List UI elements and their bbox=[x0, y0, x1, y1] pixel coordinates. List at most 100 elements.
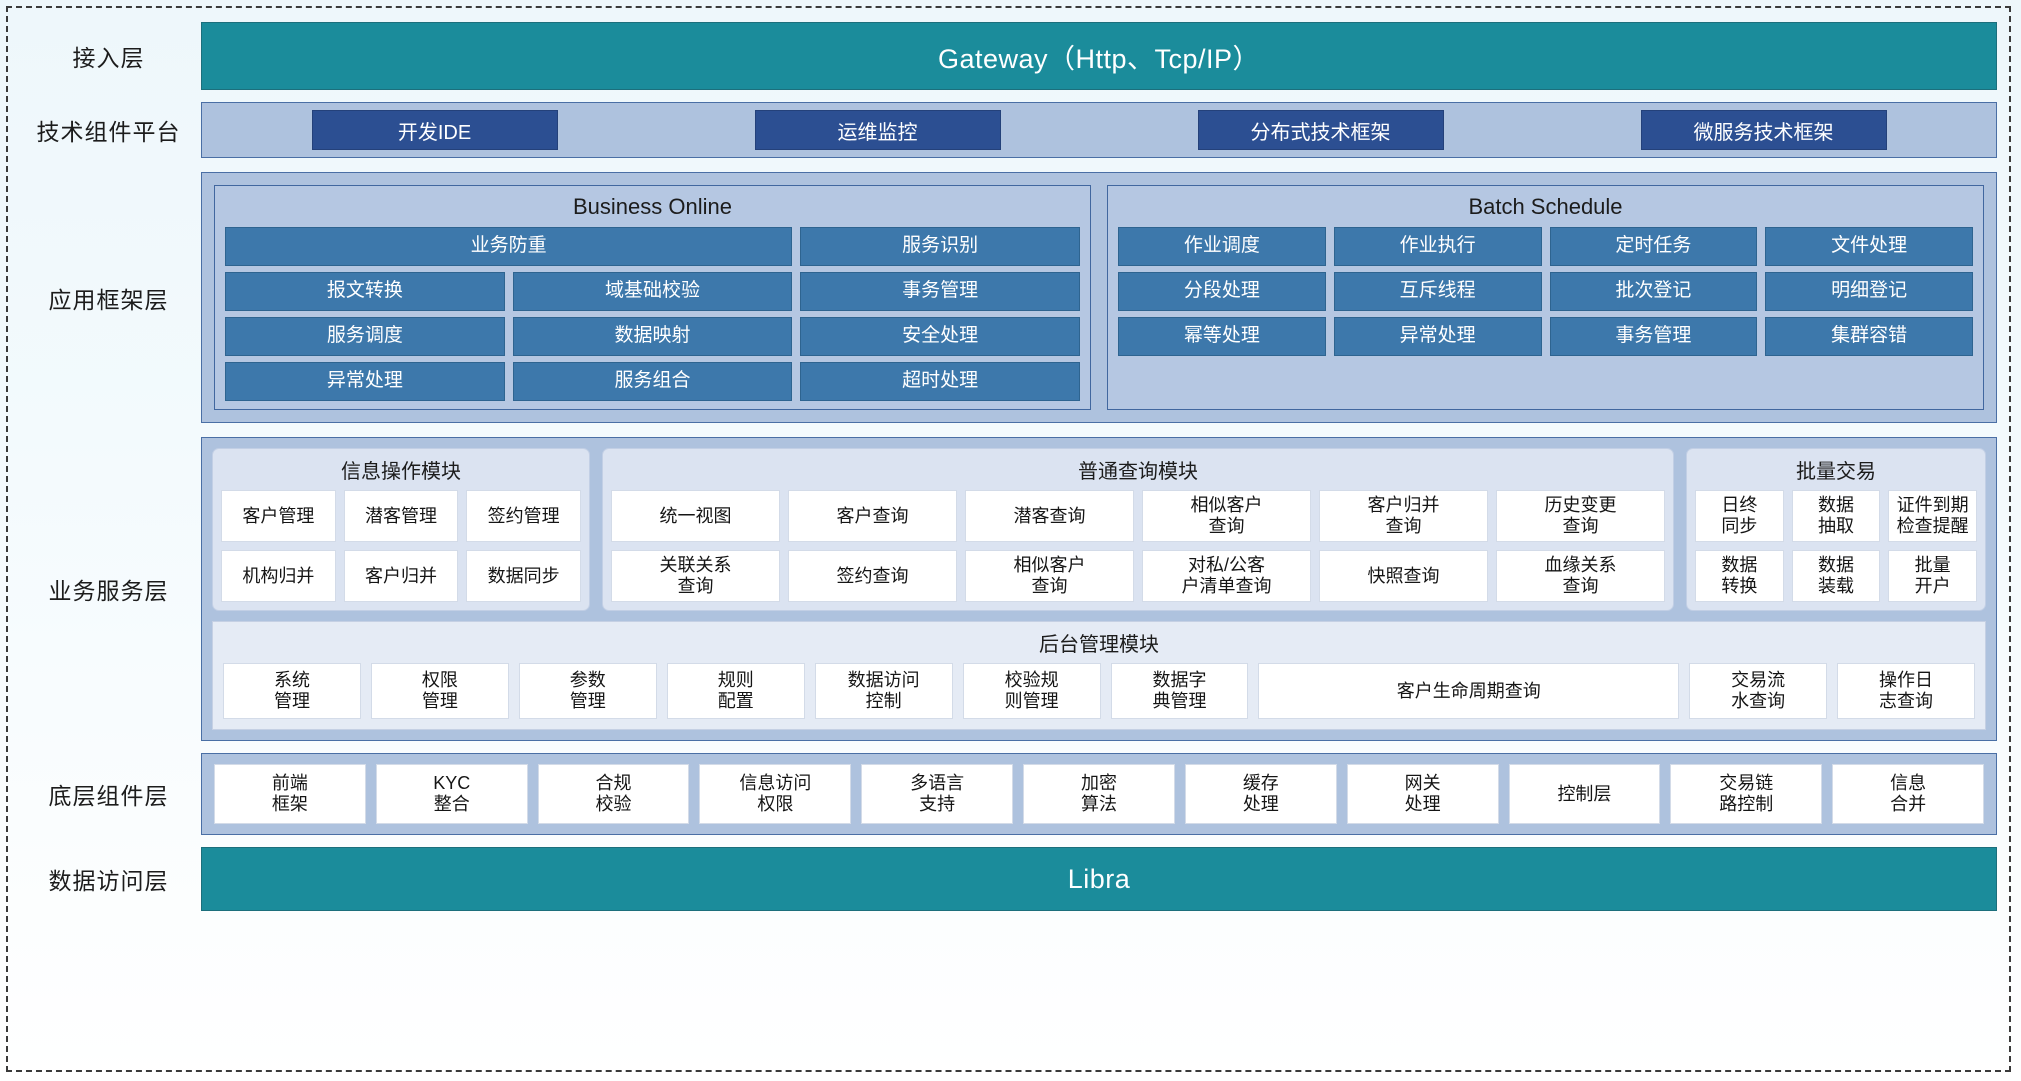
cell-base-cache-processing[interactable]: 缓存处理 bbox=[1184, 764, 1337, 824]
layer-label-tech-platform: 技术组件平台 bbox=[36, 119, 181, 145]
module-batch-transaction: 批量交易 日终同步 数据抽取 证件到期检查提醒 数据转换 数据装载 批量开户 bbox=[1686, 448, 1986, 611]
cell-batch-id-expiry-alert[interactable]: 证件到期检查提醒 bbox=[1888, 490, 1977, 542]
cell-batch-data-extract[interactable]: 数据抽取 bbox=[1791, 490, 1881, 542]
layer-row-access: 接入层 Gateway（Http、Tcp/IP） bbox=[16, 22, 1997, 90]
panel-title-business-online: Business Online bbox=[573, 194, 732, 219]
cell-bs-mutex-thread[interactable]: 互斥线程 bbox=[1333, 272, 1542, 311]
cell-admin-data-access-control[interactable]: 数据访问控制 bbox=[814, 663, 953, 719]
tech-chip-ops-monitor[interactable]: 运维监控 bbox=[754, 110, 1001, 150]
cell-bs-exception[interactable]: 异常处理 bbox=[1333, 317, 1542, 356]
tech-chip-ide[interactable]: 开发IDE bbox=[311, 110, 558, 150]
cell-admin-parameter-mgmt[interactable]: 参数管理 bbox=[518, 663, 657, 719]
cell-query-history-change[interactable]: 历史变更查询 bbox=[1496, 490, 1665, 542]
cell-bs-cluster-tolerance[interactable]: 集群容错 bbox=[1765, 317, 1973, 356]
cell-admin-operation-log-query[interactable]: 操作日志查询 bbox=[1837, 663, 1975, 719]
cell-info-org-merge[interactable]: 机构归并 bbox=[221, 550, 336, 602]
cell-bs-batch-register[interactable]: 批次登记 bbox=[1549, 272, 1758, 311]
cell-bo-message-transform[interactable]: 报文转换 bbox=[225, 272, 505, 311]
cell-bo-timeout[interactable]: 超时处理 bbox=[800, 362, 1080, 401]
cell-info-customer-merge[interactable]: 客户归并 bbox=[343, 550, 459, 602]
module-backend-admin: 后台管理模块 系统管理 权限管理 参数管理 规则配置 数据访问控制 校验规则管理… bbox=[212, 621, 1986, 730]
cell-bo-data-mapping[interactable]: 数据映射 bbox=[512, 317, 793, 356]
layer-label-access: 接入层 bbox=[72, 45, 145, 71]
cell-admin-system-mgmt[interactable]: 系统管理 bbox=[223, 663, 361, 719]
cell-admin-permission-mgmt[interactable]: 权限管理 bbox=[370, 663, 509, 719]
cell-bo-domain-validation[interactable]: 域基础校验 bbox=[512, 272, 793, 311]
tech-chip-microservice-framework[interactable]: 微服务技术框架 bbox=[1640, 110, 1887, 150]
cell-query-lineage[interactable]: 血缘关系查询 bbox=[1496, 550, 1665, 602]
query-module-grid: 统一视图 客户查询 潜客查询 相似客户查询 客户归并查询 历史变更查询 关联关系… bbox=[611, 490, 1665, 602]
cell-base-info-access-permission[interactable]: 信息访问权限 bbox=[699, 764, 852, 824]
cell-bs-timed-task[interactable]: 定时任务 bbox=[1549, 227, 1758, 266]
cell-batch-data-load[interactable]: 数据装载 bbox=[1791, 550, 1881, 602]
cell-bo-transaction-mgmt[interactable]: 事务管理 bbox=[800, 272, 1080, 311]
cell-bs-job-schedule[interactable]: 作业调度 bbox=[1118, 227, 1326, 266]
module-title-common-query: 普通查询模块 bbox=[1078, 461, 1198, 483]
cell-query-relation[interactable]: 关联关系查询 bbox=[611, 550, 780, 602]
layer-label-data-access: 数据访问层 bbox=[48, 868, 169, 894]
layer-row-data-access: 数据访问层 Libra bbox=[16, 847, 1997, 911]
cell-base-transaction-chain-control[interactable]: 交易链路控制 bbox=[1670, 764, 1823, 824]
tech-chip-distributed-framework[interactable]: 分布式技术框架 bbox=[1197, 110, 1444, 150]
cell-query-unified-view[interactable]: 统一视图 bbox=[611, 490, 780, 542]
cell-query-prospect[interactable]: 潜客查询 bbox=[965, 490, 1134, 542]
cell-base-control-layer[interactable]: 控制层 bbox=[1508, 764, 1661, 824]
cell-query-customer-merge[interactable]: 客户归并查询 bbox=[1319, 490, 1488, 542]
cell-base-multilanguage-support[interactable]: 多语言支持 bbox=[861, 764, 1014, 824]
cell-admin-rule-config[interactable]: 规则配置 bbox=[666, 663, 805, 719]
module-title-batch-transaction: 批量交易 bbox=[1796, 461, 1876, 483]
cell-bs-segment-process[interactable]: 分段处理 bbox=[1118, 272, 1326, 311]
layer-row-tech-platform: 技术组件平台 开发IDE 运维监控 分布式技术框架 微服务技术框架 bbox=[16, 102, 1997, 158]
cell-base-encryption-algorithm[interactable]: 加密算法 bbox=[1023, 764, 1175, 824]
cell-base-gateway-processing[interactable]: 网关处理 bbox=[1346, 764, 1499, 824]
cell-admin-transaction-flow-query[interactable]: 交易流水查询 bbox=[1689, 663, 1828, 719]
cell-batch-data-transform[interactable]: 数据转换 bbox=[1695, 550, 1784, 602]
cell-bo-exception[interactable]: 异常处理 bbox=[225, 362, 505, 401]
cell-base-compliance-check[interactable]: 合规校验 bbox=[537, 764, 690, 824]
batch-schedule-grid: 作业调度 作业执行 定时任务 文件处理 分段处理 互斥线程 批次登记 明细登记 … bbox=[1118, 227, 1973, 356]
libra-bar: Libra bbox=[201, 847, 1997, 911]
cell-query-similar-customer-1[interactable]: 相似客户查询 bbox=[1142, 490, 1311, 542]
cell-base-info-merge[interactable]: 信息合并 bbox=[1832, 764, 1984, 824]
cell-query-customer[interactable]: 客户查询 bbox=[788, 490, 957, 542]
cell-info-data-sync[interactable]: 数据同步 bbox=[466, 550, 581, 602]
cell-bo-service-dispatch[interactable]: 服务调度 bbox=[225, 317, 505, 356]
business-online-grid: 业务防重 服务识别 报文转换 域基础校验 事务管理 服务调度 数据映射 安全处理… bbox=[225, 227, 1080, 401]
batch-module-grid: 日终同步 数据抽取 证件到期检查提醒 数据转换 数据装载 批量开户 bbox=[1695, 490, 1977, 602]
cell-query-retail-corp-list[interactable]: 对私/公客户清单查询 bbox=[1142, 550, 1311, 602]
module-common-query: 普通查询模块 统一视图 客户查询 潜客查询 相似客户查询 客户归并查询 历史变更… bbox=[602, 448, 1674, 611]
cell-bs-idempotent[interactable]: 幂等处理 bbox=[1118, 317, 1326, 356]
cell-batch-bulk-onboarding[interactable]: 批量开户 bbox=[1888, 550, 1977, 602]
cell-query-snapshot[interactable]: 快照查询 bbox=[1319, 550, 1488, 602]
cell-info-customer-mgmt[interactable]: 客户管理 bbox=[221, 490, 336, 542]
panel-business-online: Business Online 业务防重 服务识别 报文转换 域基础校验 事务管… bbox=[214, 185, 1091, 410]
cell-batch-eod-sync[interactable]: 日终同步 bbox=[1695, 490, 1784, 542]
cell-info-prospect-mgmt[interactable]: 潜客管理 bbox=[343, 490, 459, 542]
cell-query-contract[interactable]: 签约查询 bbox=[788, 550, 957, 602]
cell-admin-data-dictionary-mgmt[interactable]: 数据字典管理 bbox=[1110, 663, 1249, 719]
cell-bs-job-execute[interactable]: 作业执行 bbox=[1333, 227, 1542, 266]
cell-bo-dedupe[interactable]: 业务防重 bbox=[225, 227, 793, 266]
cell-bo-security[interactable]: 安全处理 bbox=[800, 317, 1080, 356]
cell-bs-transaction-mgmt[interactable]: 事务管理 bbox=[1549, 317, 1758, 356]
panel-batch-schedule: Batch Schedule 作业调度 作业执行 定时任务 文件处理 分段处理 … bbox=[1107, 185, 1984, 410]
module-title-info-operation: 信息操作模块 bbox=[341, 461, 461, 483]
cell-query-similar-customer-2[interactable]: 相似客户查询 bbox=[965, 550, 1134, 602]
module-info-operation: 信息操作模块 客户管理 潜客管理 签约管理 机构归并 客户归并 数据同步 bbox=[212, 448, 590, 611]
info-module-grid: 客户管理 潜客管理 签约管理 机构归并 客户归并 数据同步 bbox=[221, 490, 581, 602]
cell-base-frontend-framework[interactable]: 前端框架 bbox=[214, 764, 366, 824]
cell-bs-detail-register[interactable]: 明细登记 bbox=[1765, 272, 1973, 311]
cell-bo-service-composition[interactable]: 服务组合 bbox=[512, 362, 793, 401]
cell-admin-validation-rule-mgmt[interactable]: 校验规则管理 bbox=[962, 663, 1101, 719]
cell-bo-service-identify[interactable]: 服务识别 bbox=[800, 227, 1080, 266]
business-service-top-row: 信息操作模块 客户管理 潜客管理 签约管理 机构归并 客户归并 数据同步 bbox=[212, 448, 1986, 611]
cell-info-contract-mgmt[interactable]: 签约管理 bbox=[466, 490, 581, 542]
panel-title-batch-schedule: Batch Schedule bbox=[1468, 194, 1623, 219]
business-service-band: 信息操作模块 客户管理 潜客管理 签约管理 机构归并 客户归并 数据同步 bbox=[201, 437, 1997, 741]
cell-admin-customer-lifecycle-query[interactable]: 客户生命周期查询 bbox=[1258, 663, 1680, 719]
admin-module-grid: 系统管理 权限管理 参数管理 规则配置 数据访问控制 校验规则管理 数据字典管理… bbox=[223, 663, 1975, 719]
cell-bs-file-process[interactable]: 文件处理 bbox=[1765, 227, 1973, 266]
